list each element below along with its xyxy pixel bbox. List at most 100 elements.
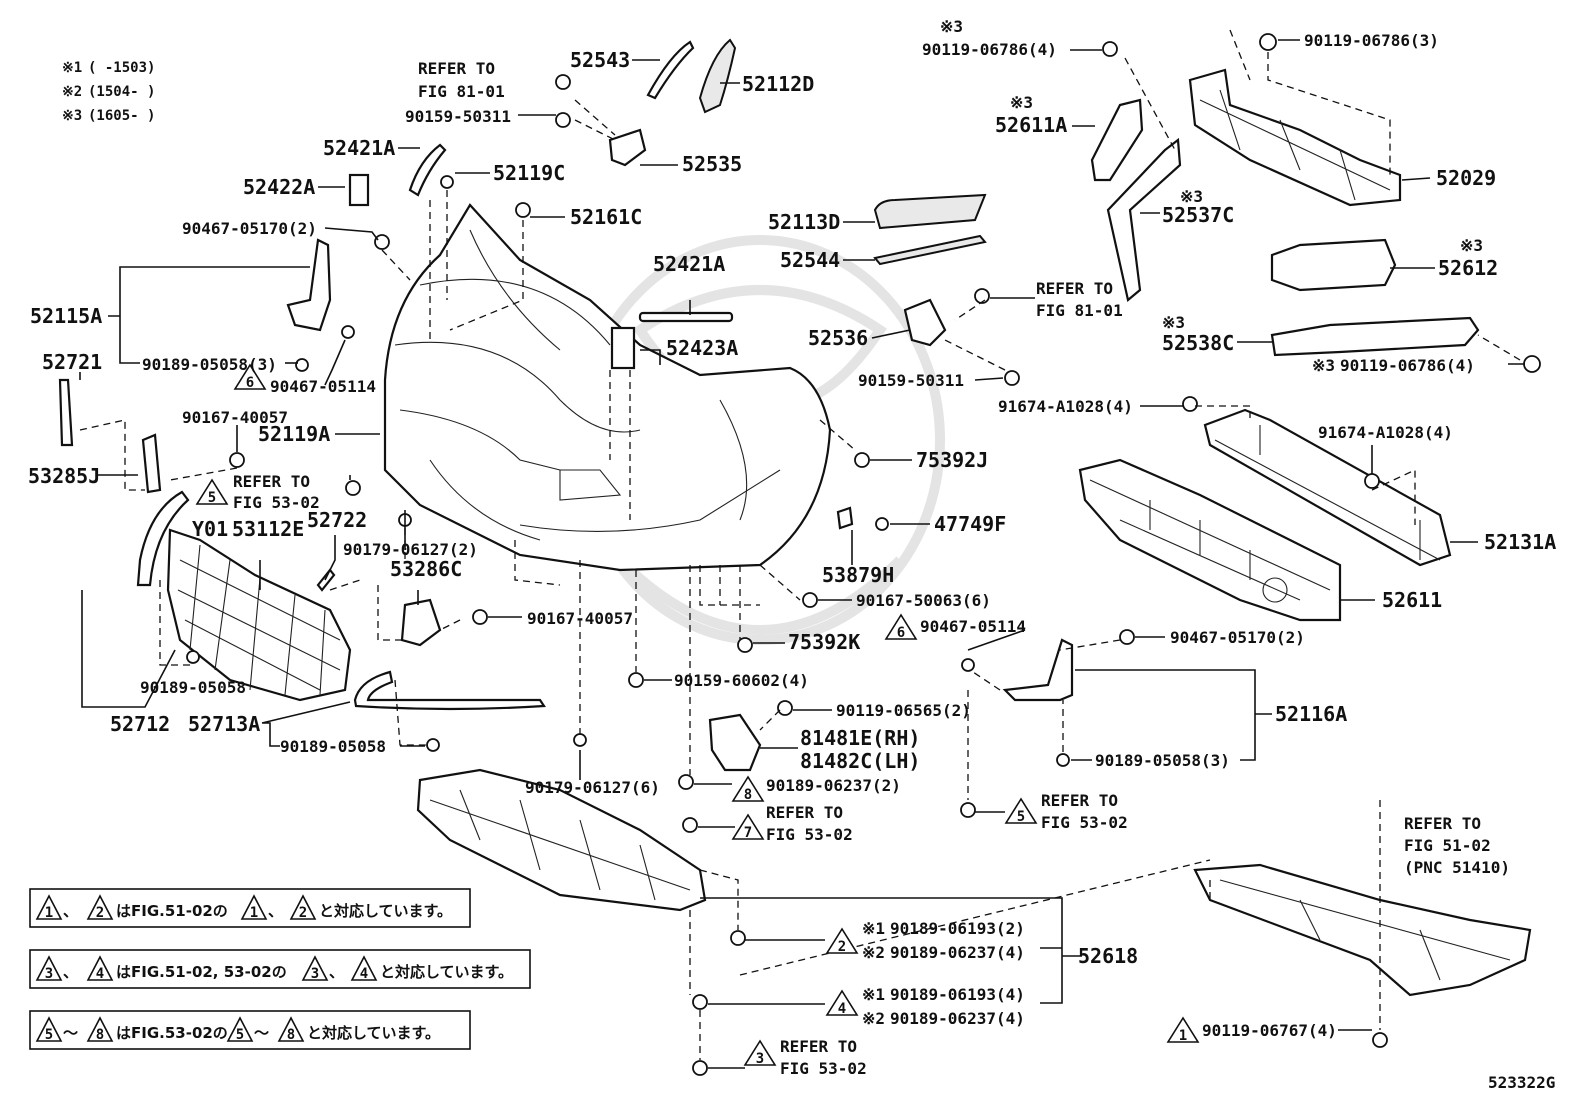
- label-91674-A1028-left[interactable]: 91674-A1028(4): [998, 397, 1133, 416]
- label-53285J[interactable]: 53285J: [28, 464, 100, 488]
- label-81481E[interactable]: 81481E(RH): [800, 726, 920, 750]
- label-52119C[interactable]: 52119C: [493, 161, 565, 185]
- label-fig-53-02-bottom[interactable]: FIG 53-02: [780, 1059, 867, 1078]
- label-fig-53-02-mid[interactable]: FIG 53-02: [766, 825, 853, 844]
- label-52543[interactable]: 52543: [570, 48, 630, 72]
- label-52535[interactable]: 52535: [682, 152, 742, 176]
- label-refer-to-51-02[interactable]: REFER TO: [1404, 814, 1481, 833]
- label-90167-40057-left[interactable]: 90167-40057: [182, 408, 288, 427]
- label-90119-06565[interactable]: 90119-06565(2): [836, 701, 971, 720]
- label-90467-05170-right[interactable]: 90467-05170(2): [1170, 628, 1305, 647]
- label-90467-05170-left[interactable]: 90467-05170(2): [182, 219, 317, 238]
- label-90189-06237-2[interactable]: 90189-06237(2): [766, 776, 901, 795]
- label-pnc-51410[interactable]: (PNC 51410): [1404, 858, 1510, 877]
- label-52116A[interactable]: 52116A: [1275, 702, 1347, 726]
- label-52544[interactable]: 52544: [780, 248, 840, 272]
- label-s3-52611A[interactable]: ※3: [1010, 93, 1033, 112]
- label-s1-b[interactable]: ※1: [862, 985, 885, 1004]
- label-52537C[interactable]: 52537C: [1162, 203, 1234, 227]
- label-52538C[interactable]: 52538C: [1162, 331, 1234, 355]
- label-s2-a[interactable]: ※2: [862, 943, 885, 962]
- label-90119-06786-left[interactable]: 90119-06786(4): [922, 40, 1057, 59]
- label-90119-06786-right[interactable]: 90119-06786(4): [1340, 356, 1475, 375]
- label-75392K[interactable]: 75392K: [788, 630, 860, 654]
- label-47749F[interactable]: 47749F: [934, 512, 1006, 536]
- legend-3-sep2: ～: [254, 1024, 269, 1042]
- label-fig-51-02[interactable]: FIG 51-02: [1404, 836, 1491, 855]
- label-52422A[interactable]: 52422A: [243, 175, 315, 199]
- label-52131A[interactable]: 52131A: [1484, 530, 1556, 554]
- label-refer-to-81-01-top[interactable]: REFER TO: [418, 59, 495, 78]
- label-52536[interactable]: 52536: [808, 326, 868, 350]
- label-52119A[interactable]: 52119A: [258, 422, 330, 446]
- label-s3-52538C[interactable]: ※3: [1162, 313, 1185, 332]
- label-90189-05058-3-left[interactable]: 90189-05058(3): [142, 355, 277, 374]
- label-s3-top-left[interactable]: ※3: [940, 17, 963, 36]
- label-90467-05114-left[interactable]: 90467-05114: [270, 377, 376, 396]
- label-90189-05058-bottom[interactable]: 90189-05058: [280, 737, 386, 756]
- label-fig-81-01-top[interactable]: FIG 81-01: [418, 82, 505, 101]
- label-52612[interactable]: 52612: [1438, 256, 1498, 280]
- label-s3-52537C[interactable]: ※3: [1180, 187, 1203, 206]
- label-refer-to-53-02-right[interactable]: REFER TO: [1041, 791, 1118, 810]
- label-refer-to-53-02-mid[interactable]: REFER TO: [766, 803, 843, 822]
- label-52713A[interactable]: 52713A: [188, 712, 260, 736]
- label-53112E[interactable]: 53112E: [232, 517, 304, 541]
- label-52423A[interactable]: 52423A: [666, 336, 738, 360]
- label-90189-05058-3-right[interactable]: 90189-05058(3): [1095, 751, 1230, 770]
- label-52421A-mid[interactable]: 52421A: [653, 252, 725, 276]
- trim-52543-shape: [646, 40, 695, 100]
- label-52161C[interactable]: 52161C: [570, 205, 642, 229]
- leader-lines: [79, 39, 1525, 1069]
- label-fig-53-02-right[interactable]: FIG 53-02: [1041, 813, 1128, 832]
- label-52611A[interactable]: 52611A: [995, 113, 1067, 137]
- label-52618[interactable]: 52618: [1078, 944, 1138, 968]
- block-52423A-shape: [610, 326, 636, 370]
- label-52611[interactable]: 52611: [1382, 588, 1442, 612]
- label-90179-06127-2[interactable]: 90179-06127(2): [343, 540, 478, 559]
- label-90167-50063[interactable]: 90167-50063(6): [856, 591, 991, 610]
- label-52113D[interactable]: 52113D: [768, 210, 840, 234]
- mark-2: 2: [838, 939, 846, 955]
- label-s2-b[interactable]: ※2: [862, 1009, 885, 1028]
- label-Y01[interactable]: Y01: [192, 517, 228, 541]
- label-81482C[interactable]: 81482C(LH): [800, 749, 920, 773]
- label-90189-05058-grille[interactable]: 90189-05058: [140, 678, 246, 697]
- legend-1-sep: 、: [63, 902, 78, 920]
- label-52721[interactable]: 52721: [42, 350, 102, 374]
- label-53879H[interactable]: 53879H: [822, 563, 894, 587]
- label-s3-52612[interactable]: ※3: [1460, 236, 1483, 255]
- cover-53286C-shape: [400, 598, 442, 647]
- label-s3-90119-06786-right[interactable]: ※3: [1312, 356, 1335, 375]
- label-refer-to-53-02-left[interactable]: REFER TO: [233, 472, 310, 491]
- part-labels[interactable]: 52543 52112D REFER TO FIG 81-01 90159-50…: [28, 17, 1556, 1078]
- mark-7: 7: [744, 825, 752, 841]
- label-90119-06767[interactable]: 90119-06767(4): [1202, 1021, 1337, 1040]
- label-90189-06237-4a[interactable]: 90189-06237(4): [890, 943, 1025, 962]
- label-52029[interactable]: 52029: [1436, 166, 1496, 190]
- label-s1-a[interactable]: ※1: [862, 919, 885, 938]
- legend-2-sep2: 、: [329, 963, 344, 981]
- label-fig-53-02-left[interactable]: FIG 53-02: [233, 493, 320, 512]
- label-90179-06127-6[interactable]: 90179-06127(6): [525, 778, 660, 797]
- label-90167-40057-mid[interactable]: 90167-40057: [527, 609, 633, 628]
- label-53286C[interactable]: 53286C: [390, 557, 462, 581]
- label-52115A[interactable]: 52115A: [30, 304, 102, 328]
- label-91674-A1028-right[interactable]: 91674-A1028(4): [1318, 423, 1453, 442]
- label-fig-81-01-mid[interactable]: FIG 81-01: [1036, 301, 1123, 320]
- label-refer-to-53-02-bottom[interactable]: REFER TO: [780, 1037, 857, 1056]
- label-52112D[interactable]: 52112D: [742, 72, 814, 96]
- label-90467-05114-right[interactable]: 90467-05114: [920, 617, 1026, 636]
- label-52421A-left[interactable]: 52421A: [323, 136, 395, 160]
- label-90119-06786-3[interactable]: 90119-06786(3): [1304, 31, 1439, 50]
- label-90189-06237-4b[interactable]: 90189-06237(4): [890, 1009, 1025, 1028]
- label-90159-50311-mid[interactable]: 90159-50311: [858, 371, 964, 390]
- label-75392J[interactable]: 75392J: [916, 448, 988, 472]
- label-refer-to-81-01-mid[interactable]: REFER TO: [1036, 279, 1113, 298]
- label-90189-06193-4[interactable]: 90189-06193(4): [890, 985, 1025, 1004]
- label-90159-60602[interactable]: 90159-60602(4): [674, 671, 809, 690]
- label-90189-06193-2[interactable]: 90189-06193(2): [890, 919, 1025, 938]
- label-90159-50311-top[interactable]: 90159-50311: [405, 107, 511, 126]
- label-52722[interactable]: 52722: [307, 508, 367, 532]
- label-52712[interactable]: 52712: [110, 712, 170, 736]
